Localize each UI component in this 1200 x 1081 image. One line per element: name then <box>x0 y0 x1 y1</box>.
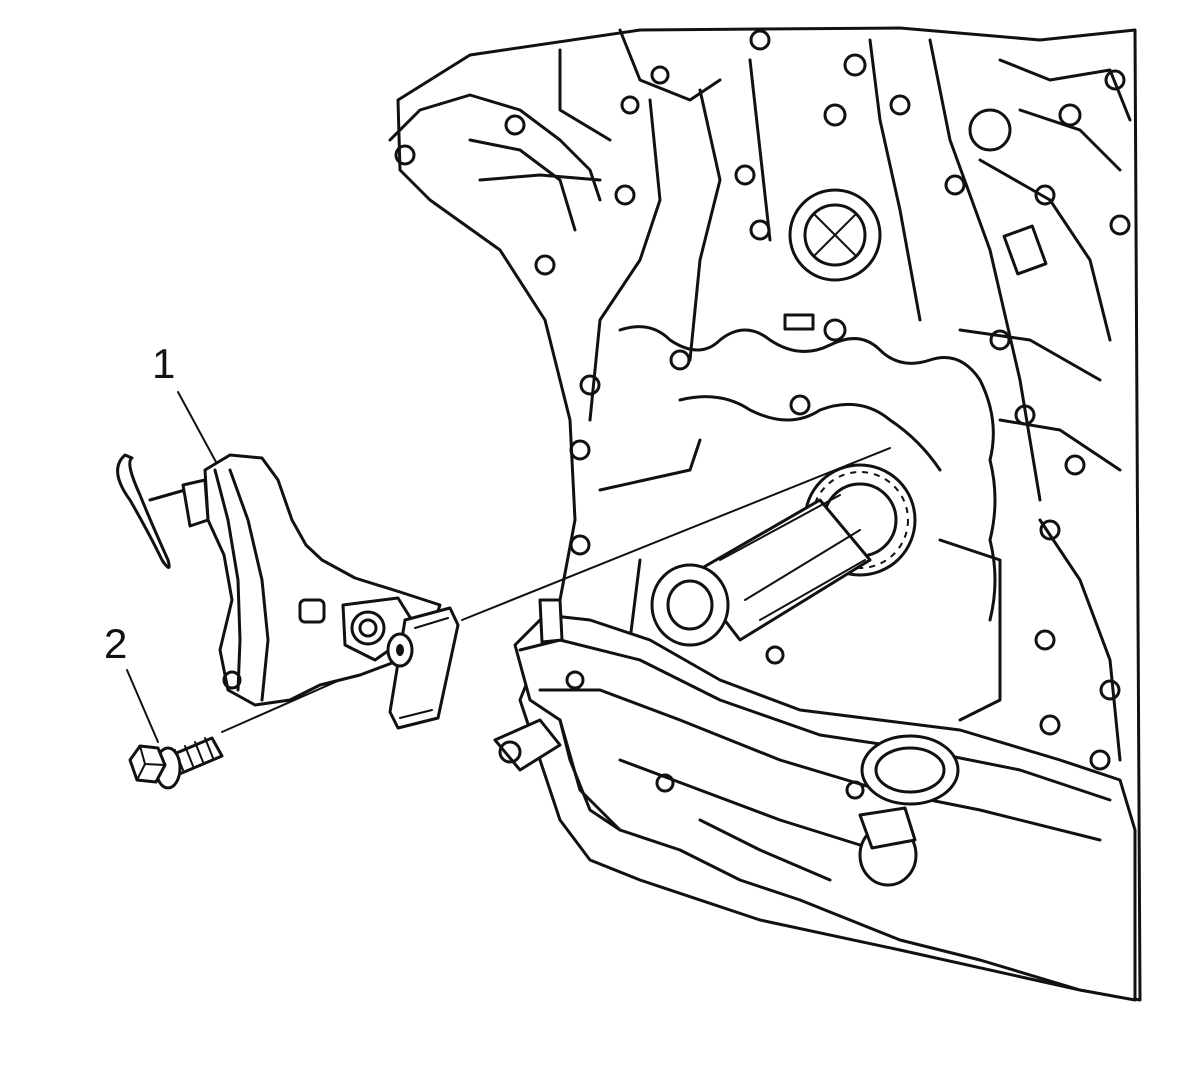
oil-pan <box>493 598 1137 1002</box>
alignment-line-guide-to-block <box>461 447 891 621</box>
callout-label-1: 1 <box>152 340 175 387</box>
leader-line-2 <box>126 669 159 743</box>
guide-bolt <box>128 736 224 790</box>
guide-seal-loop <box>116 453 171 569</box>
timing-chain-guide <box>116 453 460 730</box>
block-bolt-holes <box>394 29 1131 771</box>
callout-label-2: 2 <box>104 620 127 667</box>
callout-2: 2 <box>104 620 159 743</box>
oil-pan-body <box>513 613 1137 1002</box>
leader-line-1 <box>177 391 217 463</box>
callout-1: 1 <box>152 340 217 463</box>
